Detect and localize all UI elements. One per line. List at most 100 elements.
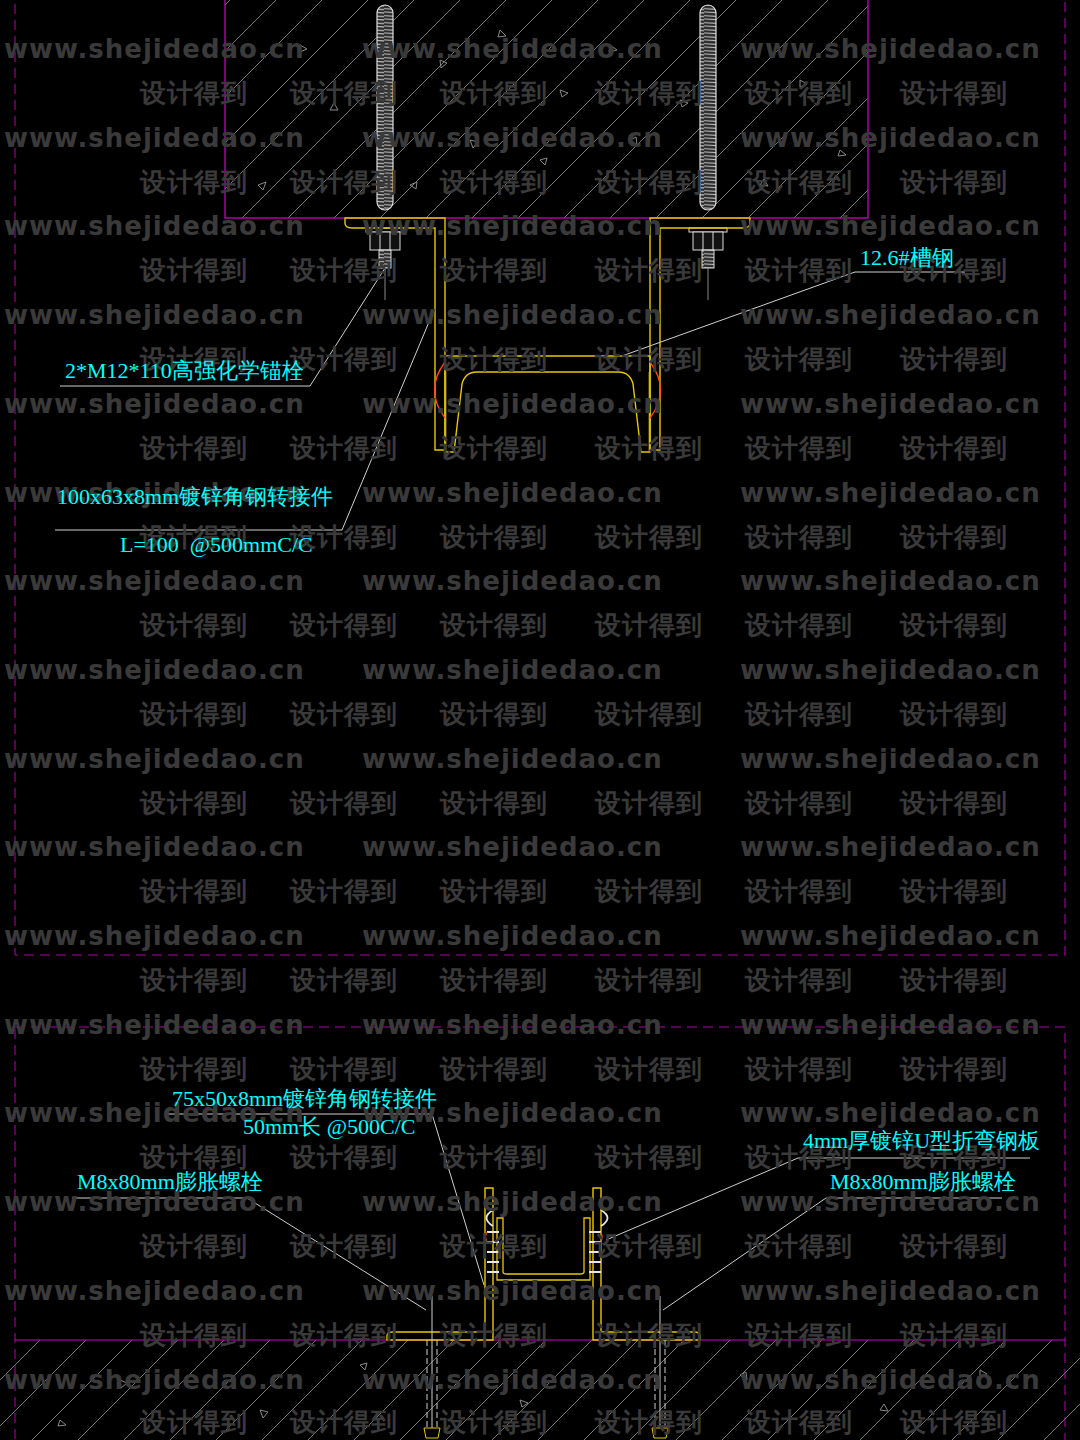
watermark: 设计得到	[900, 877, 1008, 907]
watermark: www.shejidedao.cn	[740, 656, 1041, 686]
watermark: www.shejidedao.cn	[740, 1277, 1041, 1307]
drawing-part	[520, 1400, 528, 1407]
watermark: 设计得到	[595, 256, 703, 286]
watermark: 设计得到	[290, 1321, 398, 1351]
watermark: www.shejidedao.cn	[362, 1277, 663, 1307]
watermark: 设计得到	[290, 877, 398, 907]
watermark: www.shejidedao.cn	[362, 301, 663, 331]
watermark: 设计得到	[440, 789, 548, 819]
watermark: 设计得到	[745, 523, 853, 553]
watermark: www.shejidedao.cn	[4, 124, 305, 154]
watermark: www.shejidedao.cn	[4, 1277, 305, 1307]
watermark: www.shejidedao.cn	[740, 124, 1041, 154]
watermark: www.shejidedao.cn	[4, 922, 305, 952]
watermark: www.shejidedao.cn	[362, 124, 663, 154]
watermark: 设计得到	[140, 611, 248, 641]
watermark: 设计得到	[290, 789, 398, 819]
watermark: 设计得到	[900, 79, 1008, 109]
drawing-part	[703, 232, 704, 250]
watermark: 设计得到	[440, 611, 548, 641]
watermark: 设计得到	[900, 1321, 1008, 1351]
watermark: www.shejidedao.cn	[362, 833, 663, 863]
watermark: 设计得到	[745, 1321, 853, 1351]
watermark: 设计得到	[290, 1143, 398, 1173]
part-label: M8x80mm膨胀螺栓	[77, 1169, 263, 1194]
watermark: www.shejidedao.cn	[4, 745, 305, 775]
watermark: 设计得到	[595, 523, 703, 553]
part-label: 50mm长 @500C/C	[243, 1114, 415, 1139]
watermark: 设计得到	[290, 1055, 398, 1085]
watermark: www.shejidedao.cn	[362, 745, 663, 775]
watermark: 设计得到	[595, 789, 703, 819]
watermark: 设计得到	[595, 966, 703, 996]
drawing-part	[540, 158, 547, 165]
watermark: 设计得到	[140, 789, 248, 819]
watermark: 设计得到	[595, 79, 703, 109]
part-label: 4mm厚镀锌U型折弯钢板	[803, 1128, 1040, 1153]
watermark: 设计得到	[290, 345, 398, 375]
watermark: 设计得到	[140, 1143, 248, 1173]
watermark: www.shejidedao.cn	[362, 567, 663, 597]
watermark: 设计得到	[595, 1143, 703, 1173]
part-label: 75x50x8mm镀锌角钢转接件	[172, 1086, 437, 1111]
drawing-part	[58, 1420, 66, 1426]
watermark: www.shejidedao.cn	[362, 1366, 663, 1396]
watermark: 设计得到	[140, 966, 248, 996]
watermark: 设计得到	[595, 611, 703, 641]
watermark: 设计得到	[900, 1408, 1008, 1438]
watermark: 设计得到	[900, 434, 1008, 464]
watermark: www.shejidedao.cn	[4, 1011, 305, 1041]
watermark: 设计得到	[140, 1321, 248, 1351]
watermark: 设计得到	[595, 1055, 703, 1085]
watermark: 设计得到	[440, 1321, 548, 1351]
watermark: 设计得到	[900, 523, 1008, 553]
watermark: 设计得到	[595, 1321, 703, 1351]
watermark: www.shejidedao.cn	[362, 1188, 663, 1218]
watermark: 设计得到	[440, 523, 548, 553]
watermark: 设计得到	[440, 1408, 548, 1438]
watermark: 设计得到	[745, 1408, 853, 1438]
angle-steel	[650, 218, 750, 450]
watermark: 设计得到	[595, 877, 703, 907]
watermark: 设计得到	[745, 966, 853, 996]
watermark: 设计得到	[595, 168, 703, 198]
watermark: www.shejidedao.cn	[4, 212, 305, 242]
watermark: www.shejidedao.cn	[4, 35, 305, 65]
watermark: www.shejidedao.cn	[4, 1366, 305, 1396]
watermark: www.shejidedao.cn	[740, 301, 1041, 331]
watermark: www.shejidedao.cn	[4, 390, 305, 420]
watermark: 设计得到	[290, 79, 398, 109]
watermark: 设计得到	[440, 700, 548, 730]
watermark: 设计得到	[290, 966, 398, 996]
watermark: 设计得到	[440, 877, 548, 907]
watermark: 设计得到	[440, 966, 548, 996]
watermark: 设计得到	[290, 434, 398, 464]
watermark: 设计得到	[140, 256, 248, 286]
watermark: www.shejidedao.cn	[362, 1011, 663, 1041]
watermark: www.shejidedao.cn	[362, 390, 663, 420]
watermark: 设计得到	[745, 877, 853, 907]
watermark: www.shejidedao.cn	[362, 922, 663, 952]
watermark: www.shejidedao.cn	[740, 1099, 1041, 1129]
concrete-slab	[225, 0, 868, 218]
watermark: 设计得到	[290, 168, 398, 198]
watermark: 设计得到	[745, 1232, 853, 1262]
watermark: 设计得到	[745, 345, 853, 375]
watermark: www.shejidedao.cn	[362, 212, 663, 242]
watermark: www.shejidedao.cn	[740, 922, 1041, 952]
watermark: 设计得到	[140, 434, 248, 464]
watermark: 设计得到	[290, 611, 398, 641]
watermark: www.shejidedao.cn	[740, 567, 1041, 597]
watermark: www.shejidedao.cn	[740, 390, 1041, 420]
watermark: 设计得到	[745, 168, 853, 198]
watermark: www.shejidedao.cn	[740, 212, 1041, 242]
watermark: 设计得到	[595, 1408, 703, 1438]
watermark: www.shejidedao.cn	[362, 35, 663, 65]
watermark: www.shejidedao.cn	[740, 1011, 1041, 1041]
watermark: 设计得到	[290, 256, 398, 286]
drawing-part	[560, 90, 568, 97]
watermark: 设计得到	[440, 1143, 548, 1173]
watermark: 设计得到	[140, 1232, 248, 1262]
watermark: 设计得到	[745, 1055, 853, 1085]
watermark: 设计得到	[595, 700, 703, 730]
